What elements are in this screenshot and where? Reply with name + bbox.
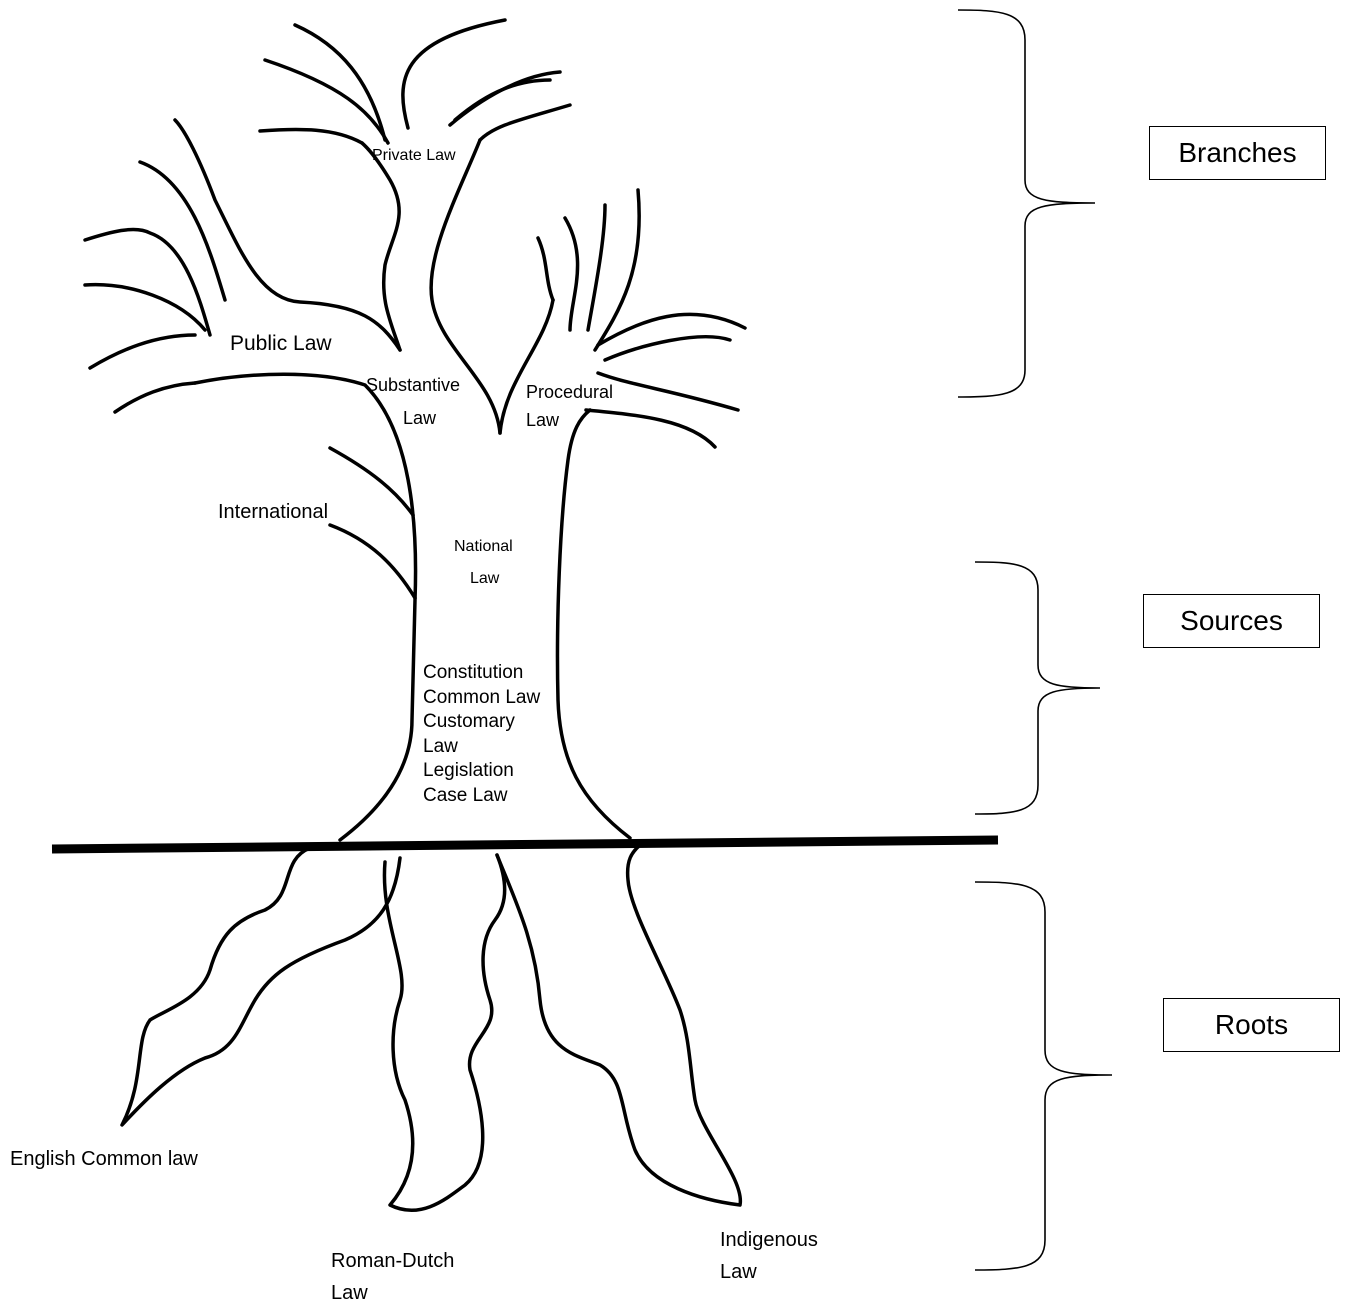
root-indigenous-law — [495, 843, 743, 1207]
indigenous-label-line1: Indigenous — [720, 1229, 818, 1251]
trunk-left-outline — [193, 372, 418, 842]
ground-line — [51, 835, 999, 854]
roots-label: Roots — [1214, 1009, 1289, 1040]
procedural-twig-6 — [596, 371, 740, 412]
sources-list: Constitution Common Law Customary Law Le… — [423, 661, 540, 808]
source-item: Common Law — [423, 686, 541, 708]
procedural-twig-8 — [603, 335, 732, 362]
procedural-label-line2: Law — [526, 410, 560, 430]
indigenous-label-line2: Law — [720, 1261, 757, 1283]
national-label-line1: National — [454, 538, 513, 555]
procedural-twig-2 — [563, 216, 580, 332]
roman-dutch-law-label: Roman-Dutch Law — [331, 1245, 454, 1309]
sources-bracket — [974, 561, 1101, 815]
private-law-twig-1 — [258, 127, 364, 145]
roots-box: Roots — [1163, 998, 1340, 1052]
root-roman-dutch-left — [382, 853, 507, 1212]
roman-dutch-label-line1: Roman-Dutch — [331, 1250, 455, 1272]
public-law-twig-1 — [138, 160, 227, 302]
public-law-twig-5 — [113, 381, 197, 414]
sources-box: Sources — [1143, 594, 1320, 648]
procedural-twig-7 — [584, 408, 717, 449]
private-law-label: Private Law — [372, 147, 456, 164]
procedural-twig-5 — [596, 312, 747, 347]
public-law-branch — [173, 118, 402, 352]
root-english-common-law — [120, 846, 402, 1127]
international-twig-upper — [328, 446, 415, 517]
english-common-law-label: English Common law — [10, 1148, 198, 1170]
substantive-label-line2: Law — [403, 408, 437, 428]
procedural-twig-4 — [593, 188, 641, 352]
public-law-twig-4 — [88, 333, 197, 370]
public-law-twig-2 — [83, 227, 212, 337]
substantive-procedural-fork — [429, 138, 502, 435]
indigenous-law-label: Indigenous Law — [720, 1224, 818, 1288]
substantive-law-label: Substantive Law — [366, 369, 460, 435]
sources-label: Sources — [1180, 605, 1283, 636]
international-label: International — [218, 501, 329, 523]
source-item: Constitution — [423, 662, 524, 683]
roots-bracket — [974, 881, 1113, 1271]
private-law-twig-4 — [401, 18, 507, 130]
source-item: Customary — [423, 711, 515, 732]
branches-box: Branches — [1149, 126, 1326, 180]
private-law-left-limb — [360, 141, 402, 352]
substantive-label-line1: Substantive — [366, 375, 461, 395]
private-law-twig-6 — [453, 78, 552, 122]
international-twig-lower — [328, 523, 417, 600]
branches-label: Branches — [1178, 137, 1297, 168]
public-law-label: Public Law — [230, 332, 332, 355]
procedural-label-line1: Procedural — [526, 382, 614, 402]
trunk-right-outline — [555, 408, 632, 840]
national-label-line2: Law — [470, 570, 500, 587]
private-law-twig-7 — [478, 103, 572, 142]
source-item: Legislation — [423, 760, 514, 781]
roman-dutch-label-line2: Law — [331, 1282, 368, 1304]
public-law-twig-3 — [83, 282, 207, 332]
private-law-twig-3 — [293, 23, 387, 142]
procedural-law-label: Procedural Law — [526, 378, 613, 434]
source-item: Law — [423, 735, 458, 757]
branches-bracket — [957, 9, 1096, 398]
source-item: Case Law — [423, 784, 508, 806]
procedural-twig-1 — [536, 236, 555, 302]
procedural-fork-line — [498, 298, 555, 435]
national-law-label: National Law — [454, 531, 513, 595]
procedural-twig-3 — [586, 203, 607, 332]
